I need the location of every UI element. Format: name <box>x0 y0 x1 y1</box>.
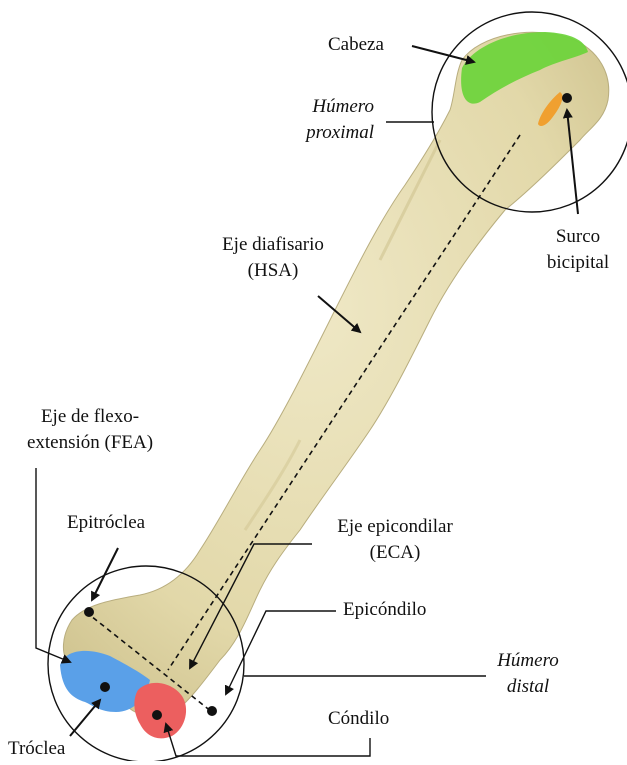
epitroclea-arrow <box>92 548 118 600</box>
label-condilo: Cóndilo <box>328 706 389 732</box>
surco-point <box>562 93 572 103</box>
label-epitroclea: Epitróclea <box>67 510 145 536</box>
cabeza-arrow <box>412 46 474 62</box>
label-surco-bicipital: Surco bicipital <box>530 224 626 276</box>
label-eje-diafisario: Eje diafisario (HSA) <box>198 232 348 284</box>
label-eje-flexo-extension: Eje de flexo- extensión (FEA) <box>4 404 176 456</box>
troclea-arrow <box>70 700 100 736</box>
troclea-point <box>100 682 110 692</box>
label-humero-proximal: Húmero proximal <box>280 94 374 146</box>
label-cabeza: Cabeza <box>328 32 384 58</box>
epicondilo-point <box>207 706 217 716</box>
label-eje-epicondilar: Eje epicondilar (ECA) <box>316 514 474 566</box>
label-troclea: Tróclea <box>8 736 65 762</box>
epitroclea-point <box>84 607 94 617</box>
label-epicondilo: Epicóndilo <box>343 597 426 623</box>
condilo-point <box>152 710 162 720</box>
label-humero-distal: Húmero distal <box>478 648 578 700</box>
